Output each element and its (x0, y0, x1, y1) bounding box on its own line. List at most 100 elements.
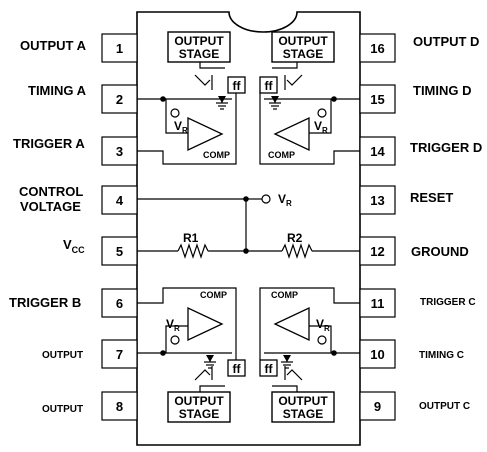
arrows (206, 96, 291, 362)
pin-label-11: TRIGGER C (420, 297, 476, 308)
flipflop-d-label: ff (265, 79, 274, 93)
pin-box-11 (359, 288, 396, 318)
flipflop-a (227, 76, 246, 94)
junction-dots (160, 96, 337, 356)
pin-label-4-line2: VOLTAGE (20, 199, 81, 214)
pin-labels-right: OUTPUT D TIMING D TRIGGER D RESET GROUND (410, 34, 482, 259)
comp-label-d: COMP (268, 150, 295, 160)
pin-number-10: 10 (370, 347, 384, 362)
output-stage-d (271, 31, 335, 63)
pin-number-4: 4 (116, 193, 124, 208)
output-stage-c (271, 391, 335, 423)
vref-terminal-b (170, 335, 180, 345)
pin-number-8: 8 (116, 399, 123, 414)
ground-symbols (204, 97, 293, 369)
pin-label-5-main: V (63, 237, 72, 252)
pin-box-8 (101, 391, 138, 421)
pin-box-13 (359, 185, 396, 215)
output-stage-boxes (167, 31, 335, 423)
pin-label-8: OUTPUT (42, 404, 83, 415)
output-stage-c-line2: STAGE (283, 407, 323, 421)
pin-number-7: 7 (116, 347, 123, 362)
pin-number-9: 9 (374, 399, 381, 414)
pin-label-14: TRIGGER D (410, 140, 482, 155)
pin-box-1 (101, 33, 138, 63)
output-stage-d-line2: STAGE (283, 47, 323, 61)
flipflop-d (259, 76, 278, 94)
resistor-r2-label: R2 (287, 231, 303, 245)
comparator-d (273, 116, 310, 152)
pin-box-12 (359, 236, 396, 266)
junction-dot-c (331, 350, 337, 356)
pin-box-16 (359, 33, 396, 63)
ref-circles (170, 108, 327, 345)
junction-dot-control (243, 196, 249, 202)
pin-label-10: TIMING C (419, 350, 464, 361)
pin-box-3 (101, 136, 138, 166)
flipflop-b-label: ff (233, 362, 242, 376)
output-stage-a-line2: STAGE (179, 47, 219, 61)
pin-label-12: GROUND (411, 244, 469, 259)
arrow-c (283, 355, 291, 362)
comp-label-c: COMP (271, 290, 298, 300)
resistor-r1-label: R1 (183, 231, 199, 245)
pin-box-9 (359, 391, 396, 421)
wiring (137, 62, 360, 392)
pin-label-13: RESET (410, 190, 453, 205)
vref-terminal-a (170, 108, 180, 118)
pin-labels-left-small: OUTPUT OUTPUT (42, 350, 83, 415)
pin-label-2: TIMING A (28, 83, 87, 98)
output-stage-d-line1: OUTPUT (278, 34, 328, 48)
pin-number-3: 3 (116, 144, 123, 159)
vref-labels: VR VR VR VR VR (166, 119, 330, 333)
vref-label-b: VR (166, 317, 180, 333)
pin-label-9: OUTPUT C (419, 401, 470, 412)
pin-number-13: 13 (370, 193, 384, 208)
pin-number-2: 2 (116, 92, 123, 107)
output-stage-c-line1: OUTPUT (278, 394, 328, 408)
vref-label-center: VR (278, 192, 292, 208)
pin-box-5 (101, 236, 138, 266)
pin-boxes (101, 33, 396, 421)
arrow-b (206, 355, 214, 362)
pin-box-2 (101, 84, 138, 114)
vref-label-a: VR (174, 119, 188, 135)
output-stage-b-line2: STAGE (179, 407, 219, 421)
flipflop-c-label: ff (265, 362, 274, 376)
flipflop-c (259, 359, 278, 377)
vref-terminal-d (317, 108, 327, 118)
flipflop-b (227, 359, 246, 377)
pin-label-7: OUTPUT (42, 350, 83, 361)
output-stage-a-line1: OUTPUT (174, 34, 224, 48)
pin-labels-right-small: TRIGGER C TIMING C OUTPUT C (419, 297, 476, 412)
pin-number-16: 16 (370, 41, 384, 56)
pin-number-14: 14 (370, 144, 385, 159)
junction-dot-b (160, 350, 166, 356)
ic-package-body (136, 11, 361, 446)
arrow-d (271, 96, 279, 103)
comparators (187, 116, 310, 342)
pin-number-11: 11 (371, 296, 385, 311)
resistor-labels: R1 R2 (183, 231, 303, 245)
output-stage-b-line1: OUTPUT (174, 394, 224, 408)
pin-box-4 (101, 185, 138, 215)
arrow-a (218, 96, 226, 103)
vref-label-d: VR (314, 119, 328, 135)
comp-label-a: COMP (203, 150, 230, 160)
pin-box-10 (359, 339, 396, 369)
pin-number-1: 1 (116, 41, 123, 56)
junction-dot-d (331, 96, 337, 102)
pin-number-5: 5 (116, 244, 123, 259)
output-stage-b (167, 391, 231, 423)
pin-box-7 (101, 339, 138, 369)
pin-label-6: TRIGGER B (9, 295, 81, 310)
pin-box-14 (359, 136, 396, 166)
flipflop-labels: ff ff ff ff (233, 79, 274, 376)
junction-dot-divider (243, 248, 249, 254)
pin-label-15: TIMING D (413, 83, 472, 98)
flipflop-a-label: ff (233, 79, 242, 93)
pin-label-16: OUTPUT D (413, 34, 479, 49)
pin-label-5: VCC (63, 237, 85, 255)
pin-number-6: 6 (116, 296, 123, 311)
